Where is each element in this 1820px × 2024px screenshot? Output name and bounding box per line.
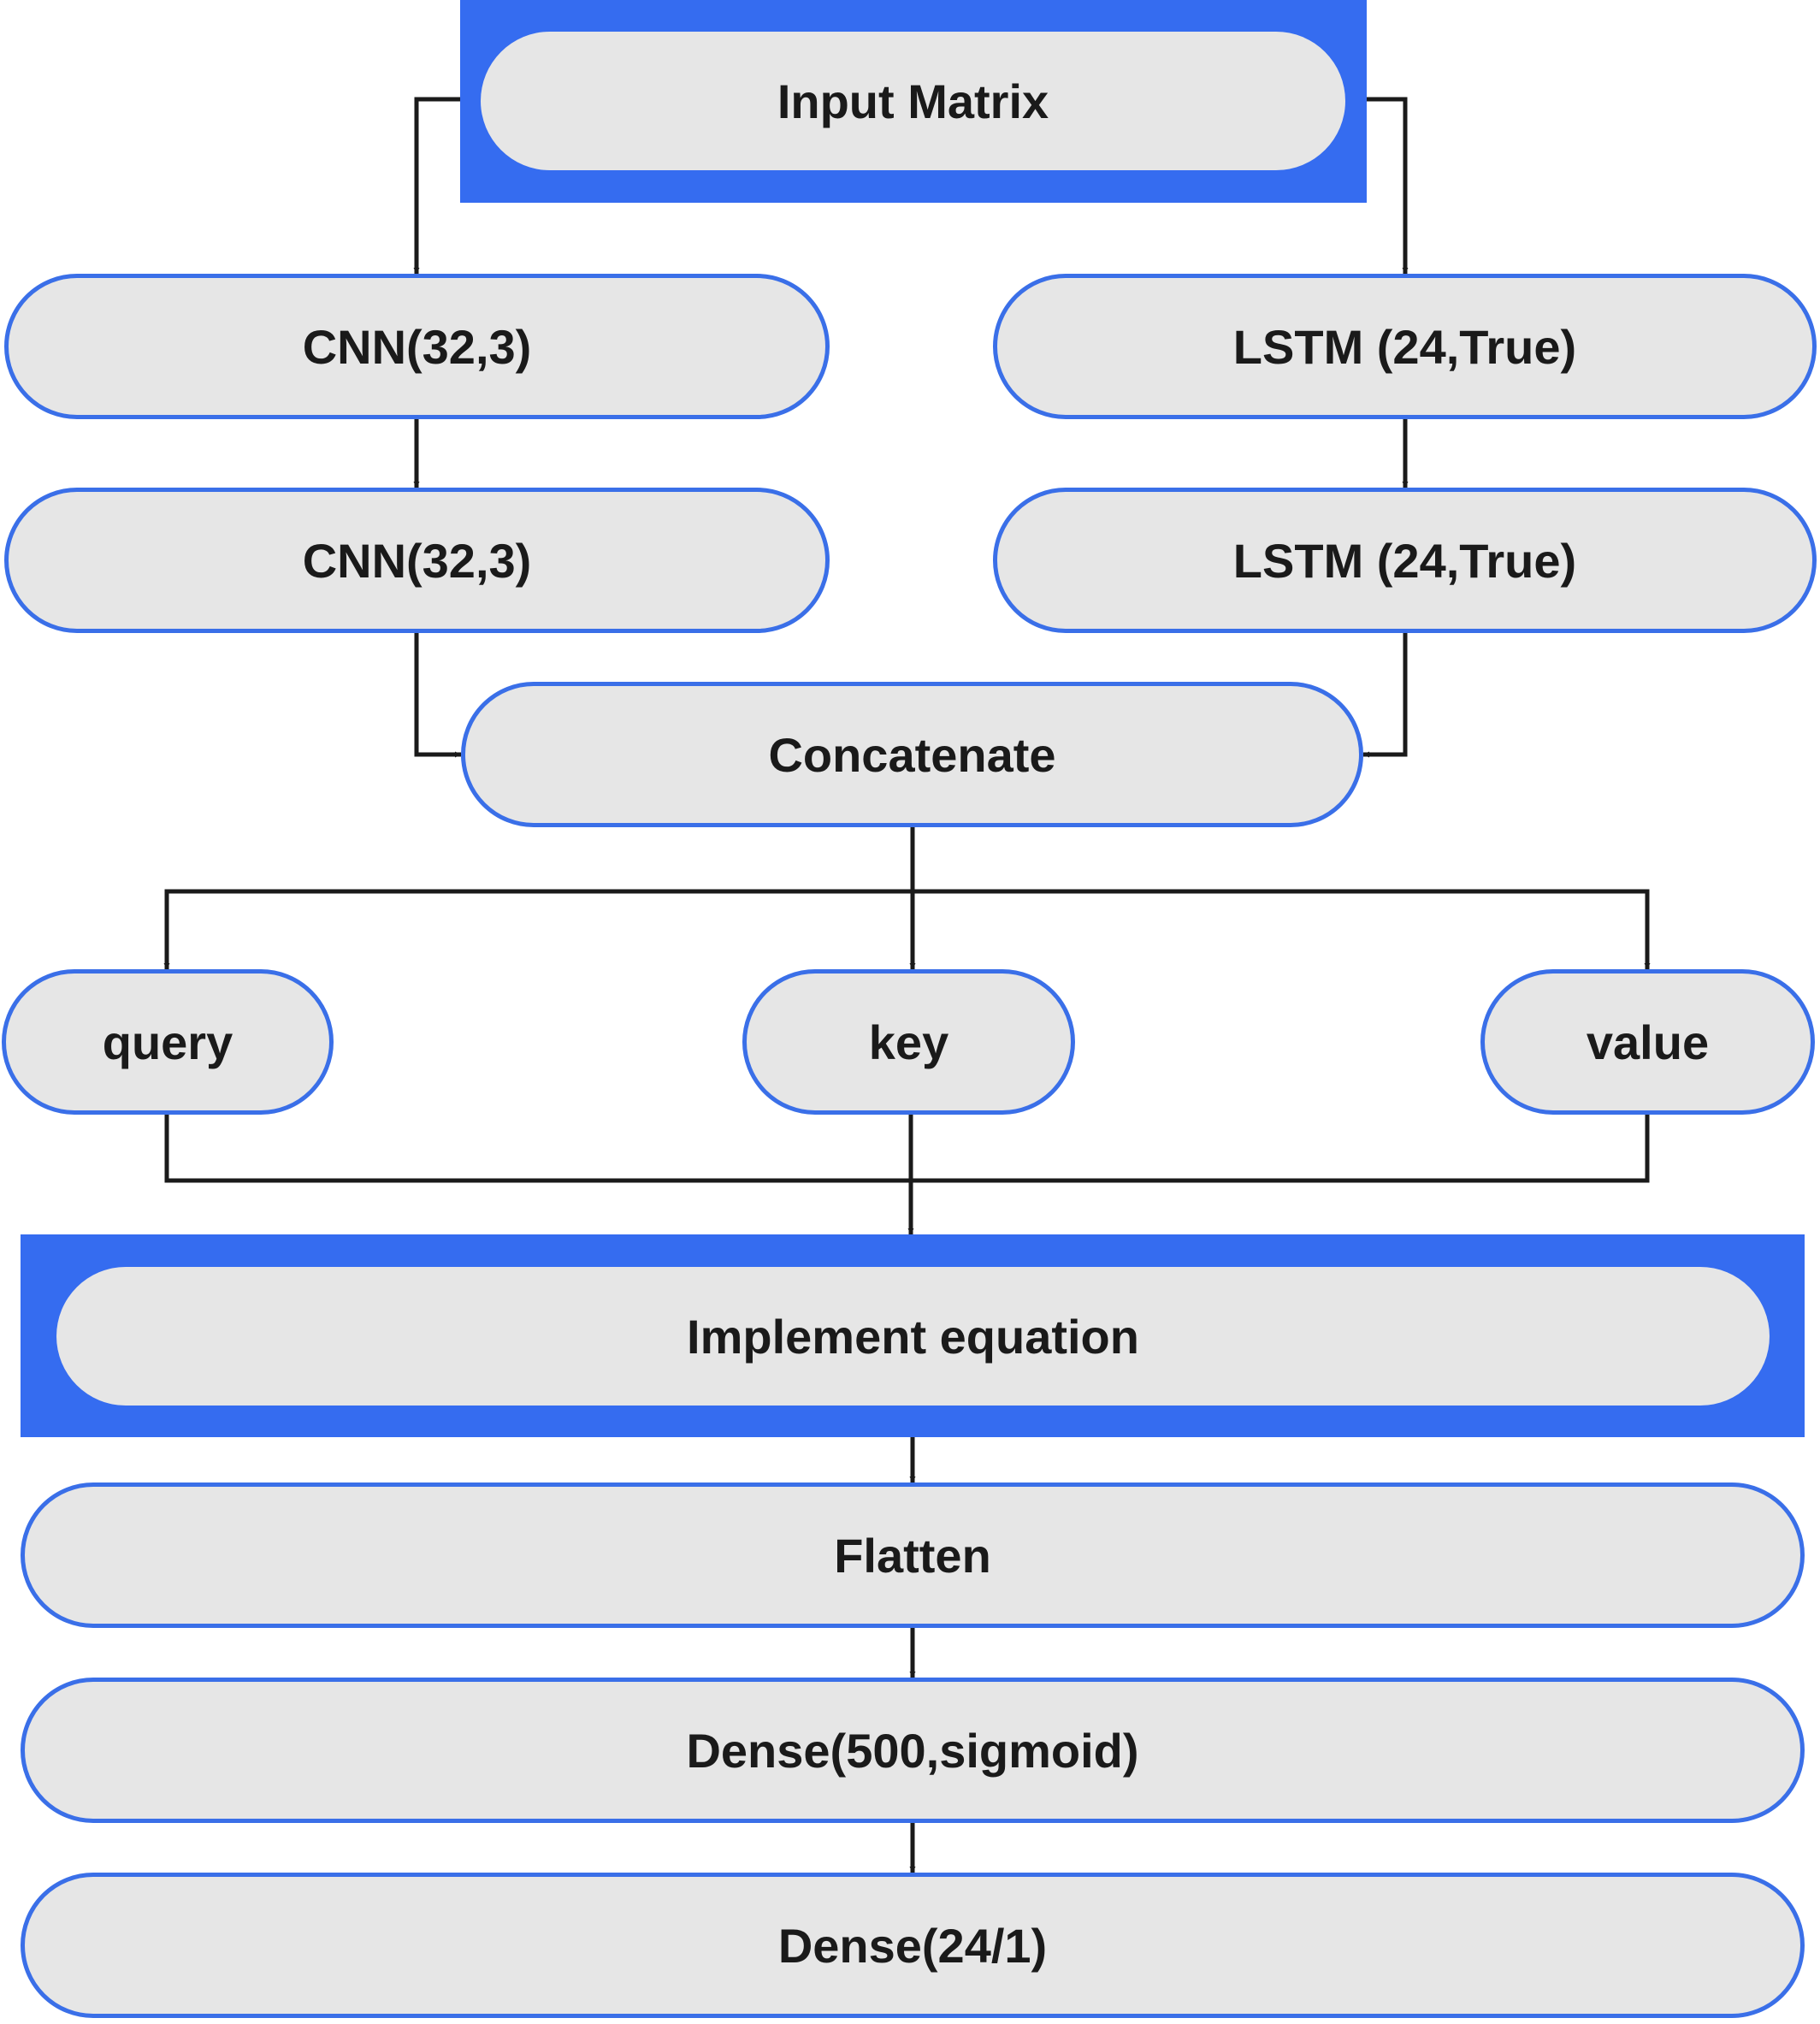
query-node: query bbox=[2, 969, 334, 1115]
flatten-node: Flatten bbox=[21, 1482, 1805, 1628]
cnn-layer-1-node: CNN(32,3) bbox=[4, 274, 830, 419]
arrow-concatenate-to-value bbox=[913, 889, 1651, 969]
merge-lines bbox=[164, 1115, 1650, 1183]
dense-500-sigmoid-node: Dense(500,sigmoid) bbox=[21, 1678, 1805, 1823]
lstm-layer-2-node: LSTM (24,True) bbox=[993, 488, 1817, 633]
value-node: value bbox=[1480, 969, 1815, 1115]
arrow-connectors bbox=[163, 97, 1651, 1873]
key-node: key bbox=[742, 969, 1075, 1115]
dense-24-1-node: Dense(24/1) bbox=[21, 1873, 1805, 2018]
arrow-input-to-lstm bbox=[1367, 97, 1409, 274]
cnn-layer-2-node: CNN(32,3) bbox=[4, 488, 830, 633]
merge-line-query-value bbox=[164, 1115, 1650, 1183]
arrow-cnn2-to-concatenate bbox=[414, 633, 461, 758]
arrow-lstm2-to-concatenate bbox=[1363, 633, 1408, 758]
input-matrix-node: Input Matrix bbox=[481, 32, 1345, 170]
arrow-input-to-cnn bbox=[413, 97, 460, 274]
concatenate-node: Concatenate bbox=[461, 682, 1363, 827]
lstm-layer-1-node: LSTM (24,True) bbox=[993, 274, 1817, 419]
implement-equation-node: Implement equation bbox=[56, 1267, 1770, 1406]
arrow-concatenate-to-query bbox=[163, 889, 913, 969]
